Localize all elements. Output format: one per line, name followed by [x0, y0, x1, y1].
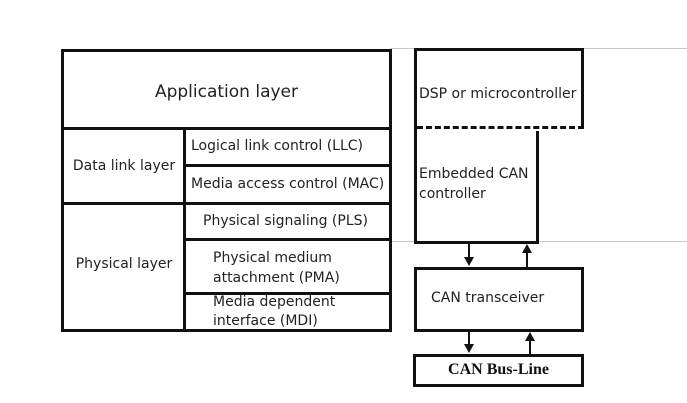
controller-box-bottom [414, 241, 539, 244]
transceiver-label: CAN transceiver [431, 290, 545, 306]
mac-box [183, 164, 392, 205]
arrow-bus-rx-shaft [529, 340, 531, 356]
arrow-tx-shaft [468, 244, 470, 260]
mdi-box [183, 292, 392, 332]
physical-layer-box [61, 202, 187, 332]
can-controller-label: Embedded CAN controller [419, 166, 529, 202]
llc-label: Logical link control (LLC) [191, 138, 363, 154]
bus-line-label: CAN Bus-Line [448, 361, 549, 378]
pls-label: Physical signaling (PLS) [203, 213, 368, 229]
arrow-down-icon [464, 344, 474, 353]
dsp-box-right [581, 48, 584, 129]
arrow-up-icon [525, 332, 535, 341]
arrow-down-icon [464, 257, 474, 266]
dsp-controller-divider [417, 126, 584, 129]
arrow-bus-tx-shaft [468, 332, 470, 346]
application-layer-label: Application layer [154, 82, 299, 102]
mdi-label: Media dependent interface (MDI) [213, 294, 336, 329]
data-link-layer-label: Data link layer [72, 158, 176, 174]
transceiver-box [414, 267, 584, 332]
dsp-label: DSP or microcontroller [419, 86, 577, 102]
mac-label: Media access control (MAC) [191, 176, 385, 192]
controller-box-right [536, 131, 539, 244]
dsp-box-top [414, 48, 584, 51]
dsp-box-left [414, 48, 417, 244]
arrow-up-icon [522, 244, 532, 253]
pma-label: Physical medium attachment (PMA) [213, 250, 340, 286]
arrow-rx-shaft [526, 252, 528, 268]
bus-line-box [413, 354, 584, 387]
pma-box [183, 238, 392, 295]
physical-layer-label: Physical layer [75, 256, 173, 272]
